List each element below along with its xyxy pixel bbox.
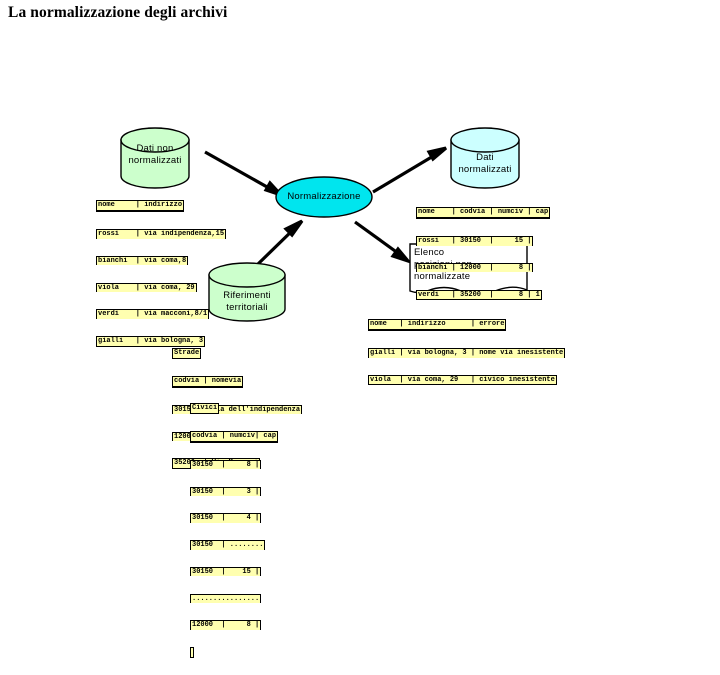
table-row bbox=[190, 647, 194, 658]
table-row: verdi | via macconi,8/1 bbox=[96, 309, 210, 319]
table-errors-nonnormalized: nome | indirizzo | errore gialli | via b… bbox=[368, 302, 566, 403]
table-row: rossi | via indipendenza,15 bbox=[96, 228, 227, 239]
table-output-normalized: nome | codvia | numciv | cap rossi | 301… bbox=[416, 190, 551, 317]
table-row: 30150 | 3 | bbox=[190, 486, 262, 497]
table-row: ................ bbox=[190, 593, 262, 604]
table-row: 30150 | 15 | bbox=[190, 566, 262, 577]
target-database-label: Dati normalizzati bbox=[458, 152, 512, 175]
reference-database-label: Riferimenti territoriali bbox=[223, 290, 271, 313]
table-civici: Civici codvia | numciv| cap 30150 | 8 | … bbox=[190, 386, 279, 675]
table-row: 30150 | 8 | bbox=[190, 459, 262, 470]
table-row: nome | indirizzo | errore bbox=[368, 319, 507, 331]
table-caption: Strade bbox=[172, 348, 202, 359]
process-ellipse bbox=[275, 176, 373, 218]
table-row: 12000 | 8 | bbox=[190, 620, 262, 631]
table-caption: Civici bbox=[190, 403, 220, 414]
table-row: viola | via coma, 29 bbox=[96, 282, 197, 293]
table-row: nome | indirizzo bbox=[96, 200, 185, 212]
arrow-reference-to-process bbox=[256, 219, 304, 266]
arrow-process-to-errors bbox=[354, 220, 413, 265]
slide-canvas: La normalizzazione degli archivi bbox=[8, 4, 566, 658]
arrow-process-to-target bbox=[372, 146, 448, 194]
source-database-cylinder bbox=[120, 127, 190, 189]
process-label: Normalizzazione bbox=[287, 191, 361, 202]
table-row: rossi | 30150 | 15 | bbox=[416, 235, 534, 246]
source-database-label: Dati non normalizzati bbox=[128, 143, 182, 166]
table-row: bianchi | 12000 | 8 | bbox=[416, 262, 534, 273]
table-row: codvia | nomevia bbox=[172, 375, 244, 388]
target-database-cylinder bbox=[450, 127, 520, 189]
table-row: viola | via coma, 29 | civico inesistent… bbox=[368, 374, 557, 386]
table-row: codvia | numciv| cap bbox=[190, 430, 279, 443]
diagram-shapes bbox=[120, 127, 528, 322]
table-row: bianchi | via coma,8 bbox=[96, 255, 189, 266]
table-row: 30150 | 4 | bbox=[190, 513, 262, 523]
table-row: gialli | via bologna, 3 | nome via inesi… bbox=[368, 347, 566, 358]
table-input-nonnormalized: nome | indirizzo rossi | via indipendenz… bbox=[96, 183, 227, 364]
table-row: nome | codvia | numciv | cap bbox=[416, 207, 551, 219]
page-title: La normalizzazione degli archivi bbox=[8, 4, 228, 21]
reference-database-cylinder bbox=[208, 262, 286, 322]
table-row: verdi | 35200 | 8 | 1 bbox=[416, 289, 542, 301]
table-row: 30150 | ........ bbox=[190, 540, 266, 550]
